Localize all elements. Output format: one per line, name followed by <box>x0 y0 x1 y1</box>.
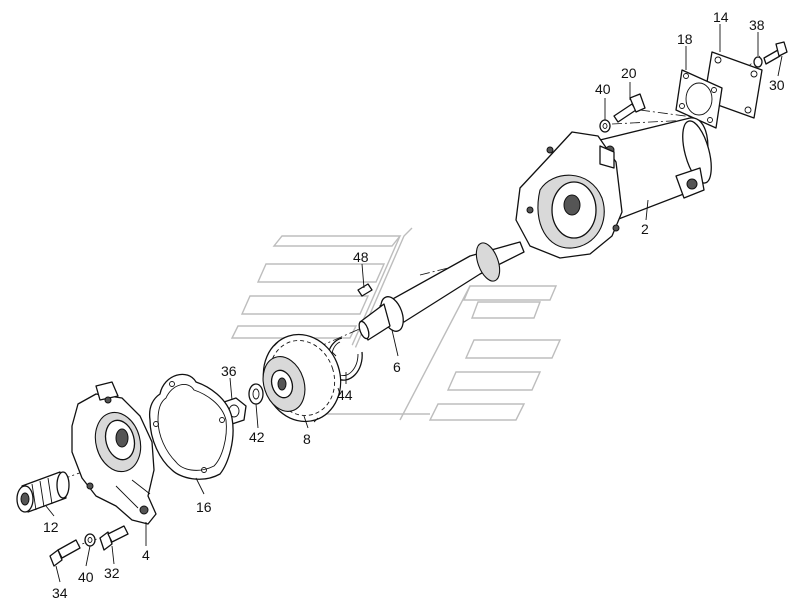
part-6-shaft <box>358 241 525 341</box>
part-40-washer-bottom <box>84 533 96 547</box>
callout-20: 20 <box>621 65 637 81</box>
part-30-bolt <box>763 41 788 65</box>
callout-32: 32 <box>104 565 120 581</box>
part-16-gasket <box>148 373 234 480</box>
part-40-washer-top <box>599 119 611 133</box>
callout-42: 42 <box>249 429 265 445</box>
callout-34: 34 <box>52 585 68 601</box>
callout-48: 48 <box>353 249 369 265</box>
callout-44: 44 <box>337 387 353 403</box>
callout-38: 38 <box>749 17 765 33</box>
callout-40-top: 40 <box>595 81 611 97</box>
callout-36: 36 <box>221 363 237 379</box>
callout-12: 12 <box>43 519 59 535</box>
part-38-washer <box>753 56 763 68</box>
part-32-bolt <box>99 525 129 551</box>
callout-16: 16 <box>196 499 212 515</box>
part-42-washer <box>248 383 264 405</box>
callout-30: 30 <box>769 77 785 93</box>
callout-labels: 14 38 18 30 20 40 2 48 6 36 44 42 8 16 1… <box>43 9 785 601</box>
callout-14: 14 <box>713 9 729 25</box>
callout-2: 2 <box>641 221 649 237</box>
part-2-housing <box>515 117 712 259</box>
callout-40-bottom: 40 <box>78 569 94 585</box>
part-48-key <box>357 283 373 297</box>
part-20-bolt <box>613 93 646 123</box>
part-4-front-housing <box>71 381 157 525</box>
callout-4: 4 <box>142 547 150 563</box>
callout-18: 18 <box>677 31 693 47</box>
part-8-gear <box>262 333 342 423</box>
callout-leader-lines <box>45 24 783 583</box>
part-12-pinion <box>16 471 70 513</box>
callout-6: 6 <box>393 359 401 375</box>
part-34-bolt <box>49 539 81 567</box>
part-18-gasket <box>675 69 723 129</box>
callout-8: 8 <box>303 431 311 447</box>
